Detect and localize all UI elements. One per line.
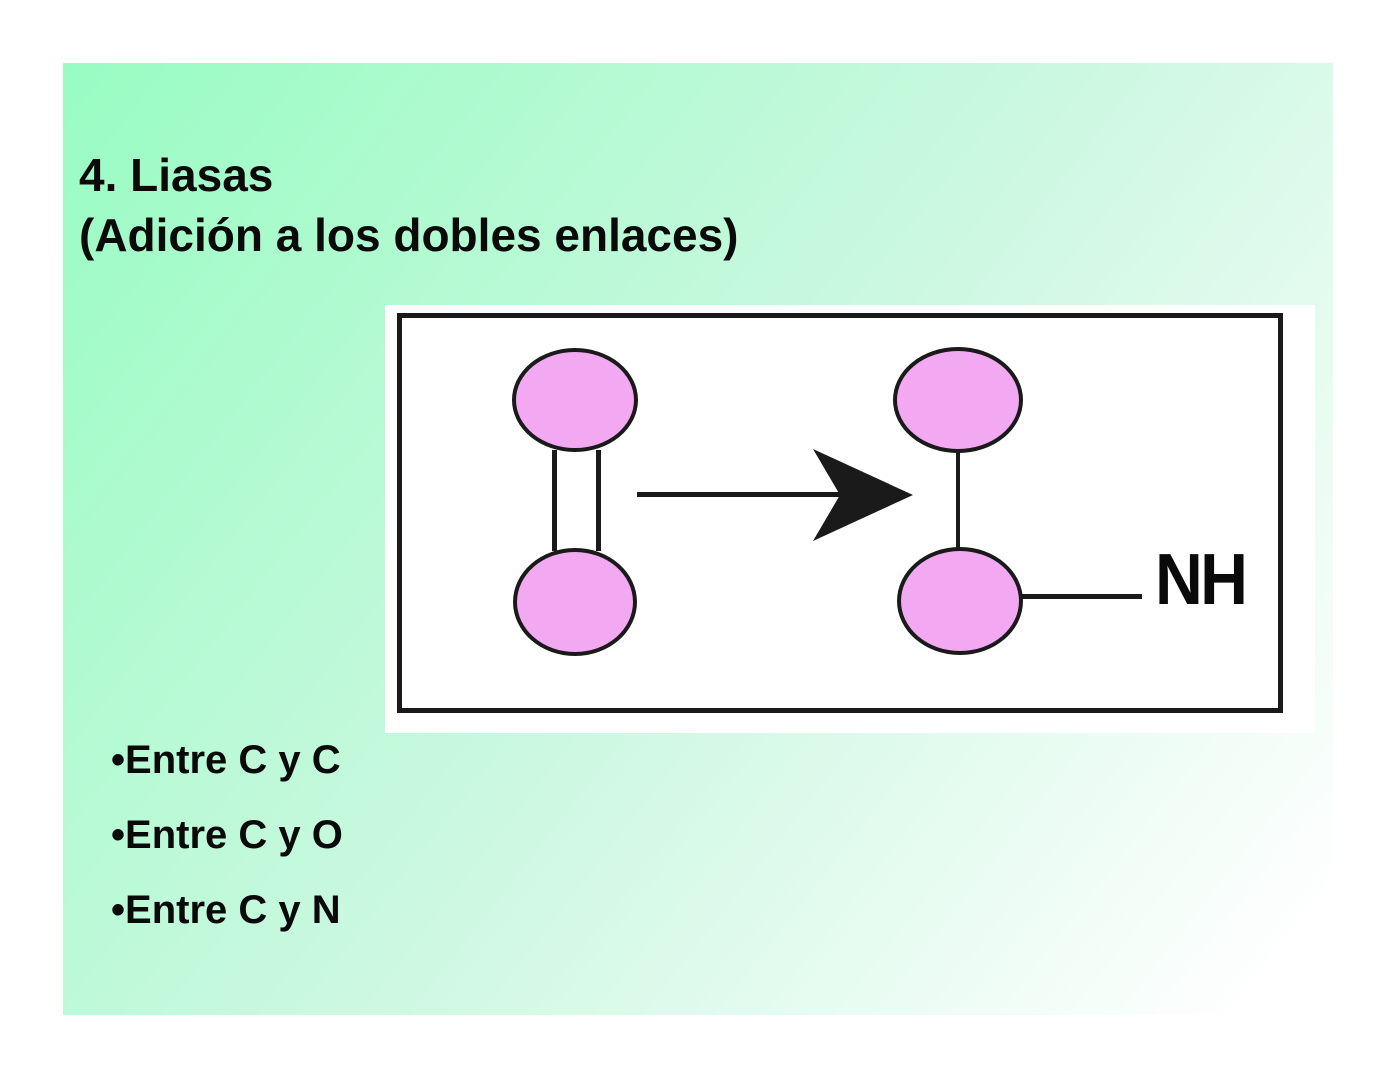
slide: 4. Liasas (Adición a los dobles enlaces)… (63, 63, 1333, 1015)
bullet-item: •Entre C y N (111, 873, 343, 948)
bullet-item: •Entre C y C (111, 723, 343, 798)
bullet-label: Entre C y O (125, 813, 343, 857)
bullet-marker: • (111, 813, 126, 857)
bullet-marker: • (111, 888, 126, 932)
title-line-1: 4. Liasas (79, 149, 274, 201)
arrow-head-icon (813, 449, 913, 541)
title-line-2: (Adición a los dobles enlaces) (79, 209, 739, 261)
substrate-bottom-node-icon (513, 548, 637, 656)
bullet-item: •Entre C y O (111, 798, 343, 873)
bullet-label: Entre C y C (125, 738, 341, 782)
double-bond-line-1 (552, 450, 557, 551)
bullet-marker: • (111, 738, 126, 782)
reaction-arrow-shaft (637, 492, 875, 497)
substrate-top-node-icon (512, 348, 638, 452)
bullet-label: Entre C y N (125, 888, 341, 932)
nh-group-label: NH (1155, 540, 1248, 620)
product-top-node-icon (893, 347, 1023, 453)
nh-bond-line (1022, 594, 1142, 599)
slide-title: 4. Liasas (Adición a los dobles enlaces) (79, 145, 739, 265)
single-bond-line (956, 451, 960, 549)
double-bond-line-2 (596, 450, 601, 551)
bullet-list: •Entre C y C •Entre C y O •Entre C y N (111, 723, 343, 948)
product-bottom-node-icon (897, 547, 1023, 655)
